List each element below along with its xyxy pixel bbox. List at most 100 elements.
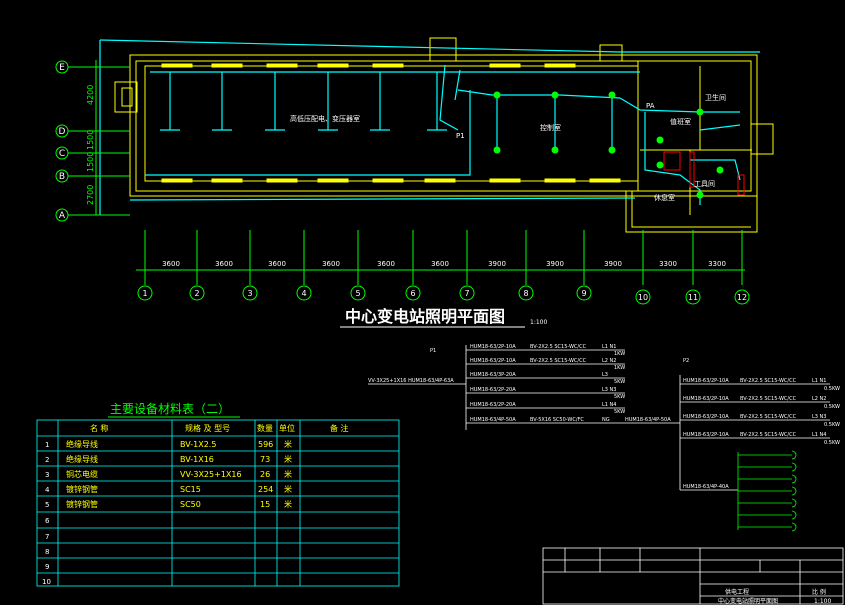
- p2-c4-id: L1 N4: [812, 432, 826, 438]
- hdim-8: 3900: [546, 260, 564, 268]
- p2-c3-cable: BV-2X2.5 SC15-WC/CC: [740, 414, 797, 420]
- room-b: 卫生间: [705, 93, 726, 102]
- p2-c4-cable: BV-2X2.5 SC15-WC/CC: [740, 432, 797, 438]
- p1-c4-id: L3 N3: [602, 387, 616, 393]
- hdim-6: 3600: [431, 260, 449, 268]
- table-row-9-no: 9: [45, 563, 49, 571]
- table-row-1-unit: 米: [284, 439, 292, 449]
- room-a: 值班室: [670, 117, 691, 126]
- table-row-4-unit: 米: [284, 484, 292, 494]
- table-row-3-no: 3: [45, 471, 49, 479]
- room-c: 工具间: [694, 180, 715, 188]
- p1-c5-load: 5KW: [614, 409, 625, 415]
- table-row-1-qty: 596: [258, 440, 273, 449]
- p1-c1-breaker: HUM18-63/2P-10A: [470, 344, 516, 350]
- p2-c1-breaker: HUM18-63/2P-10A: [683, 378, 729, 384]
- p1-c3-breaker: HUM18-63/3P-20A: [470, 372, 516, 378]
- material-table: 主要设备材料表（二） 名 称 规格 及 型号 数量 单位 备 注: [36, 402, 400, 587]
- axis-num-3: 3: [247, 289, 252, 298]
- axis-num-7: 7: [464, 289, 469, 298]
- p2-c1-id: L1 N1: [812, 378, 826, 384]
- p2-incoming: HUM18-63/4P-40A: [683, 484, 729, 490]
- tb-scale-value: 1:100: [814, 598, 831, 605]
- p1-c5-id: L1 N4: [602, 402, 616, 408]
- p1-name: P1: [430, 348, 436, 354]
- table-title: 主要设备材料表（二）: [110, 402, 230, 416]
- building-walls: [114, 37, 774, 233]
- axis-num-1: 1: [142, 289, 147, 298]
- vdim-2: 1500: [86, 130, 95, 150]
- axis-num-6: 6: [410, 289, 415, 298]
- axis-num-11: 11: [688, 293, 698, 302]
- light-fixtures: [493, 91, 724, 199]
- hdim-2: 3600: [215, 260, 233, 268]
- vdim-3: 1500: [86, 152, 95, 172]
- p2-c1-cable: BV-2X2.5 SC15-WC/CC: [740, 378, 797, 384]
- p2-c2-id: L2 N2: [812, 396, 826, 402]
- table-row-2-name: 绝缘导线: [66, 454, 98, 464]
- equipment-marks: [663, 151, 745, 196]
- table-row-5-no: 5: [45, 501, 49, 509]
- drawing-title: 中心变电站照明平面图 1:100: [340, 307, 547, 328]
- table-row-3-unit: 米: [284, 469, 292, 479]
- table-row-5-qty: 15: [260, 500, 270, 509]
- axis-numbers: 1 2 3 4 5 6 7 8 9 10 11 12 3600 3600 360…: [136, 230, 750, 305]
- wiring: [99, 39, 760, 215]
- vdim-4: 2700: [86, 185, 95, 205]
- table-row-5-spec: SC50: [180, 500, 201, 509]
- table-row-5-name: 镀锌钢管: [66, 499, 98, 509]
- p1-c2-cable: BV-2X2.5 SC15-WC/CC: [530, 358, 587, 364]
- table-row-6-no: 6: [45, 517, 50, 525]
- axis-num-12: 12: [737, 293, 747, 302]
- p1-c3-load: 5KW: [614, 379, 625, 385]
- p1-c1-load: 1KW: [614, 351, 625, 357]
- p1-c2-breaker: HUM18-63/2P-10A: [470, 358, 516, 364]
- p1-c2-load: 1KW: [614, 365, 625, 371]
- table-row-10-no: 10: [42, 578, 51, 586]
- p1-c1-cable: BV-2X2.5 SC15-WC/CC: [530, 344, 587, 350]
- th-note: 备 注: [330, 423, 349, 433]
- axis-num-4: 4: [301, 289, 306, 298]
- tb-drawing: 中心变电站照明平面图: [718, 597, 778, 605]
- title-block: 供电工程 中心变电站照明平面图 比 例 1:100: [542, 547, 844, 605]
- p2-c2-cable: BV-2X2.5 SC15-WC/CC: [740, 396, 797, 402]
- room-d: 休息室: [654, 193, 675, 202]
- p2-c2-breaker: HUM18-63/2P-10A: [683, 396, 729, 402]
- table-row-4-no: 4: [45, 486, 50, 494]
- p1-c5-breaker: HUM18-63/2P-20A: [470, 402, 516, 408]
- p2-c1-load: 0.5KW: [824, 386, 840, 392]
- hdim-7: 3900: [488, 260, 506, 268]
- title-scale: 1:100: [530, 319, 547, 326]
- room-labels: 高低压配电、变压器室 控制室 P1 值班室 卫生间 工具间 休息室 PA: [290, 93, 726, 202]
- p1-c3-id: L3: [602, 372, 608, 378]
- hdim-1: 3600: [162, 260, 180, 268]
- p1-outgoing: HUM18-63/4P-50A: [625, 417, 671, 423]
- table-row-1-spec: BV-1X2.5: [180, 440, 216, 449]
- table-row-2-spec: BV-1X16: [180, 455, 214, 464]
- table-row-4-spec: SC15: [180, 485, 201, 494]
- p1-c6-breaker: HUM18-63/4P-50A: [470, 417, 516, 423]
- table-row-4-qty: 254: [258, 485, 273, 494]
- table-row-7-no: 7: [45, 533, 49, 541]
- p1-c1-id: L1 N1: [602, 344, 616, 350]
- table-row-1-no: 1: [45, 441, 49, 449]
- panel-pa-label: PA: [646, 102, 655, 110]
- p1-c2-id: L2 N2: [602, 358, 616, 364]
- axis-letter-c: C: [59, 149, 65, 159]
- axis-num-8: 8: [523, 289, 528, 298]
- axis-num-2: 2: [194, 289, 199, 298]
- p2-c4-breaker: HUM18-63/2P-10A: [683, 432, 729, 438]
- table-row-2-no: 2: [45, 456, 49, 464]
- title-text: 中心变电站照明平面图: [345, 307, 505, 326]
- table-row-2-qty: 73: [260, 455, 270, 464]
- p2-c3-load: 0.5KW: [824, 422, 840, 428]
- table-row-3-name: 铜芯电缆: [66, 469, 98, 479]
- p2-c2-load: 0.5KW: [824, 404, 840, 410]
- table-row-4-name: 镀锌钢管: [66, 484, 98, 494]
- hdim-3: 3600: [268, 260, 286, 268]
- axis-num-9: 9: [581, 289, 586, 298]
- p1-c4-breaker: HUM18-63/2P-20A: [470, 387, 516, 393]
- th-name: 名 称: [90, 423, 109, 433]
- p2-c4-load: 0.5KW: [824, 440, 840, 446]
- table-row-1-name: 绝缘导线: [66, 439, 98, 449]
